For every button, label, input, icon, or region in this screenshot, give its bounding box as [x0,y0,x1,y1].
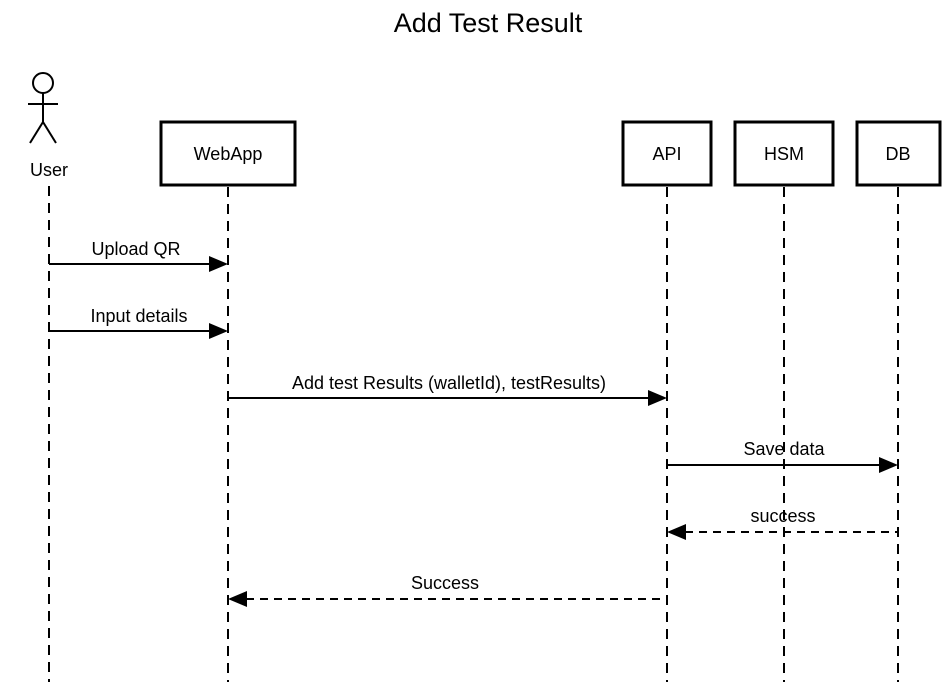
message-add-test-results: Add test Results (walletId), testResults… [228,373,667,406]
arrow-left-icon [667,524,686,540]
message-label: Input details [90,306,187,326]
message-success-return-api: Success [228,573,667,607]
message-label: Save data [743,439,825,459]
arrow-right-icon [648,390,667,406]
participant-api-label: API [652,144,681,164]
user-actor-icon [28,72,58,144]
participant-hsm: HSM [733,120,835,187]
message-input-details: Input details [49,306,228,339]
arrow-right-icon [209,323,228,339]
message-success-return-db: success [667,506,898,540]
arrow-right-icon [209,256,228,272]
message-save-data: Save data [667,439,898,473]
participant-hsm-label: HSM [764,144,804,164]
participant-api: API [621,120,713,187]
participant-webapp-label: WebApp [194,144,263,164]
arrow-left-icon [228,591,247,607]
arrow-right-icon [879,457,898,473]
diagram-title: Add Test Result [394,8,583,38]
message-label: Success [411,573,479,593]
participant-webapp: WebApp [159,120,297,187]
message-label: Add test Results (walletId), testResults… [292,373,606,393]
user-actor-label: User [30,160,68,180]
message-upload-qr: Upload QR [49,239,228,272]
message-label: success [750,506,815,526]
participant-db: DB [855,120,942,187]
message-label: Upload QR [91,239,180,259]
participant-db-label: DB [885,144,910,164]
